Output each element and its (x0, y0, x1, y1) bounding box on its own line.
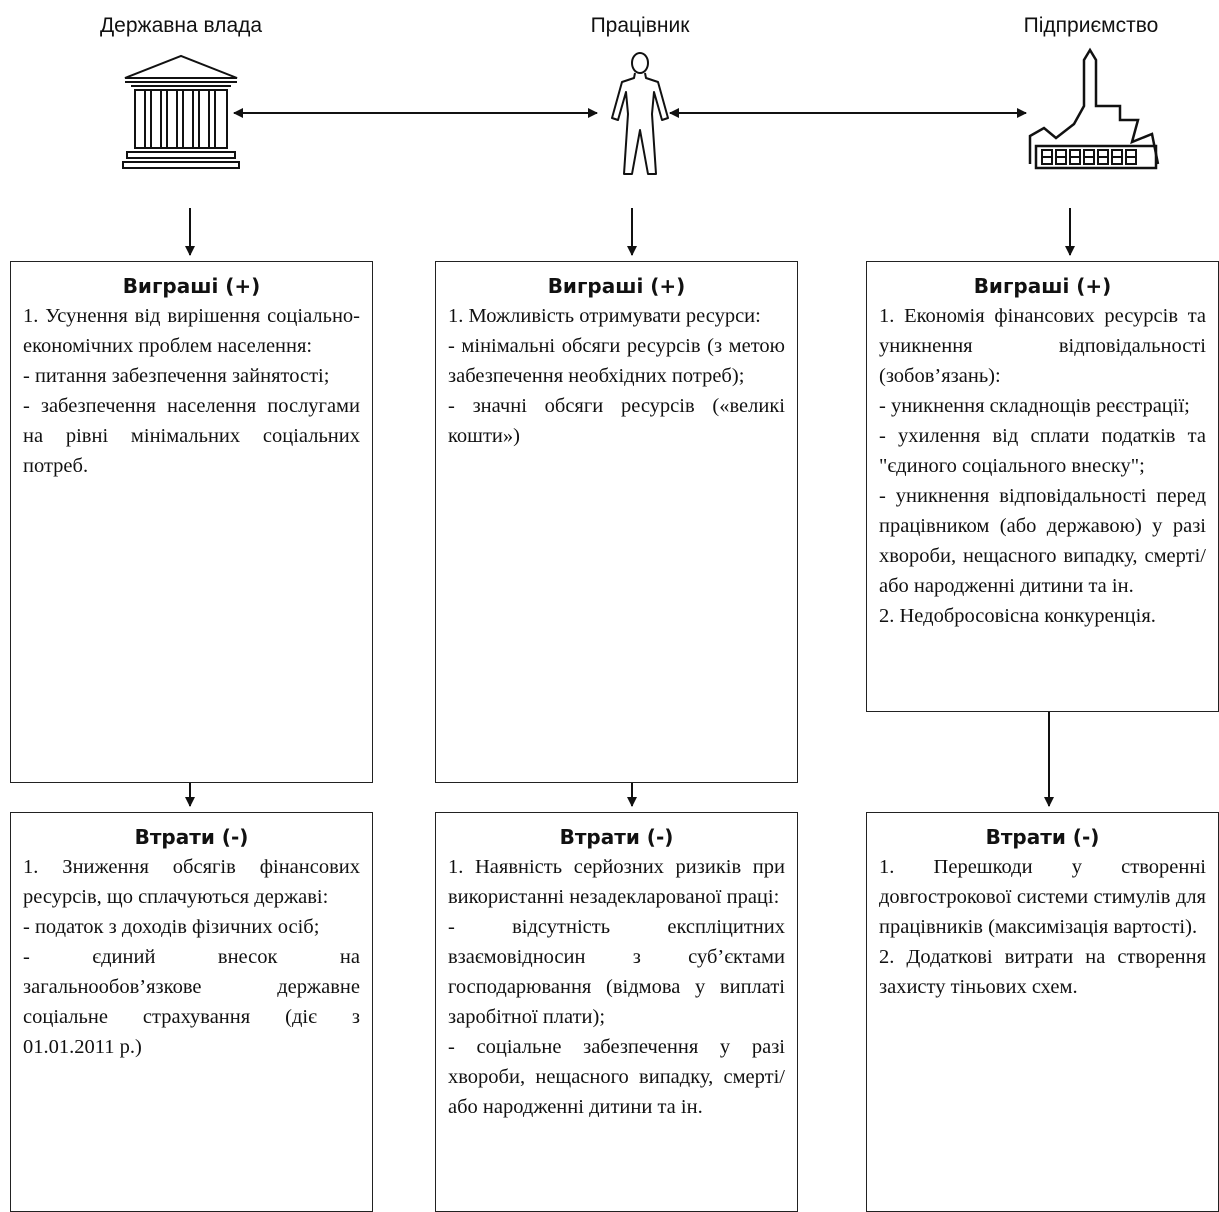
gains-item: - мінімальні обсяги ресурсів (з метою за… (448, 335, 785, 387)
losses-item: - єдиний внесок на загальнообов’язкове д… (23, 946, 360, 1058)
factory-icon (1028, 47, 1160, 170)
losses-item: - податок з доходів фізичних осіб; (23, 916, 320, 938)
gains-item: - ухилення від сплати податків та "єдино… (879, 425, 1206, 477)
government-gains-box: Виграші (+) 1. Усунення від вирішення со… (10, 261, 373, 783)
losses-title: Втрати (-) (559, 825, 674, 849)
gains-title: Виграші (+) (122, 274, 261, 298)
gains-title: Виграші (+) (973, 274, 1112, 298)
actor-label-enterprise: Підприємство (1023, 14, 1159, 37)
losses-item: 2. Додаткові витрати на створення захист… (879, 946, 1206, 998)
losses-title: Втрати (-) (134, 825, 249, 849)
enterprise-gains-box: Виграші (+) 1. Економія фінансових ресур… (866, 261, 1219, 712)
worker-gains-box: Виграші (+) 1. Можливість отримувати рес… (435, 261, 798, 783)
losses-item: 1. Наявність серйозних ризиків при викор… (448, 856, 785, 908)
losses-item: 1. Зниження обсягів фінансових ресурсів,… (23, 856, 360, 908)
gains-item: - уникнення відповідальності перед праці… (879, 485, 1206, 597)
gains-item: - уникнення складнощів реєстрації; (879, 395, 1190, 417)
losses-item: - відсутність експліцитних взаємовідноси… (448, 916, 785, 1028)
worker-losses-box: Втрати (-) 1. Наявність серйозних ризикі… (435, 812, 798, 1212)
enterprise-losses-box: Втрати (-) 1. Перешкоди у створенні довг… (866, 812, 1219, 1212)
gains-item: - питання забезпечення зайнятості; (23, 365, 330, 387)
government-losses-box: Втрати (-) 1. Зниження обсягів фінансови… (10, 812, 373, 1212)
actor-label-government: Державна влада (99, 14, 263, 37)
losses-item: 1. Перешкоди у створенні довгострокової … (879, 856, 1206, 938)
gains-item: 1. Усунення від вирішення соціально-екон… (23, 305, 360, 357)
gains-item: 2. Недобросовісна конкуренція. (879, 605, 1156, 627)
actor-label-worker: Працівник (590, 14, 690, 37)
losses-title: Втрати (-) (985, 825, 1100, 849)
gains-item: - значні обсяги ресурсів («великі кошти»… (448, 395, 785, 447)
losses-item: - соціальне забезпечення у разі хвороби,… (448, 1036, 785, 1118)
gains-title: Виграші (+) (547, 274, 686, 298)
gains-item: - забезпечення населення послугами на рі… (23, 395, 360, 477)
worker-person-icon (611, 52, 669, 175)
government-building-icon (122, 54, 240, 169)
gains-item: 1. Економія фінансових ресурсів та уникн… (879, 305, 1206, 387)
gains-item: 1. Можливість отримувати ресурси: (448, 305, 761, 327)
